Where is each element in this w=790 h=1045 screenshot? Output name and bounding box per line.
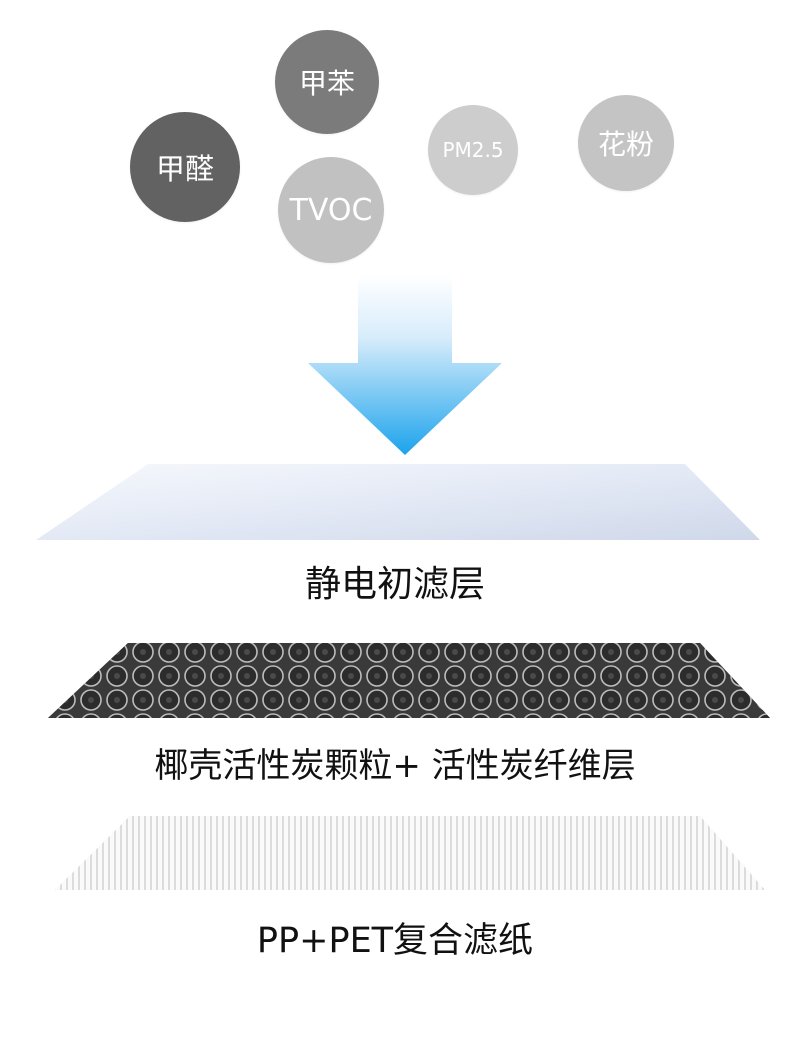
layer-label-pp-pet: PP+PET复合滤纸 xyxy=(256,921,534,961)
pollutant-label: 花粉 xyxy=(597,128,654,161)
pollutant-label: 甲苯 xyxy=(298,67,355,100)
pollutant-formaldehyde: 甲醛 xyxy=(130,112,240,222)
pollutant-label: 甲醛 xyxy=(155,152,214,186)
pollutant-label: PM2.5 xyxy=(442,138,504,162)
pollutant-label: TVOC xyxy=(289,192,373,228)
activated-carbon-layer xyxy=(48,643,770,718)
pollutant-tvoc: TVOC xyxy=(278,157,384,263)
pollutant-pollen: 花粉 xyxy=(578,95,674,191)
pollutant-toluene: 甲苯 xyxy=(275,30,379,134)
pollutant-pm25: PM2.5 xyxy=(428,105,518,195)
pp-pet-filter-paper-layer xyxy=(55,816,765,890)
down-arrow-icon xyxy=(308,275,502,455)
layer-label-carbon: 椰壳活性炭颗粒+ 活性炭纤维层 xyxy=(154,746,636,786)
electrostatic-prefilter-layer xyxy=(36,464,760,540)
layer-label-prefilter: 静电初滤层 xyxy=(304,564,485,605)
